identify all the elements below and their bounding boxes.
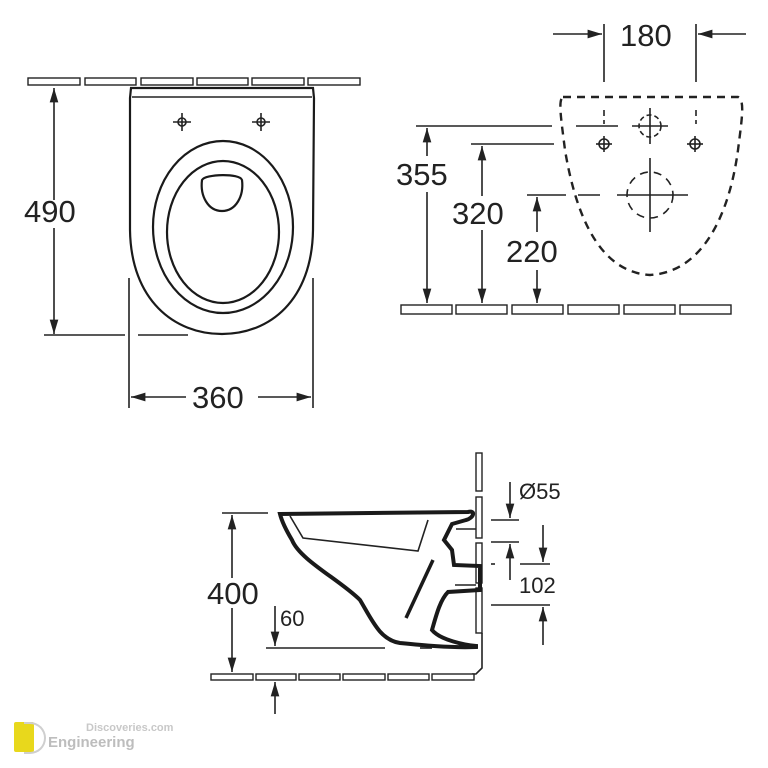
dimension-220: 220	[506, 234, 558, 269]
wall-tiles-top	[27, 77, 361, 86]
dimension-width-360: 360	[192, 380, 244, 415]
dimension-60: 60	[280, 606, 304, 631]
floor-tiles-side-view	[210, 673, 475, 681]
wall-hole-right	[687, 136, 703, 152]
seat-outer	[151, 139, 295, 315]
dimension-320: 320	[452, 196, 504, 231]
waste-outlet	[617, 158, 688, 232]
dimension-height-490: 490	[24, 194, 76, 229]
bowl-outline-top	[128, 86, 316, 336]
bowl-profile-side	[277, 509, 482, 650]
wall-hole-left	[596, 136, 612, 152]
dimension-diameter-55: Ø55	[519, 479, 561, 504]
dimension-hole-spacing-180: 180	[620, 18, 672, 53]
top-view: 490 360	[24, 77, 361, 415]
wall-view: 180	[396, 18, 746, 315]
watermark-top-text: Discoveries.com	[86, 722, 174, 734]
dimension-355: 355	[396, 157, 448, 192]
fixing-hole-left	[173, 113, 191, 131]
dimension-102: 102	[519, 573, 556, 598]
bowl-outline-dashed	[559, 95, 744, 277]
bowl-opening	[200, 174, 244, 213]
watermark-bottom-text: Engineering	[48, 734, 135, 751]
seat-inner	[165, 159, 281, 305]
side-view: 400 60 Ø55 102	[207, 452, 561, 714]
logo-d-icon	[24, 722, 46, 754]
watermark-logo: Discoveries.com Engineering	[14, 722, 174, 756]
water-inlet	[632, 108, 668, 144]
fixing-hole-right	[252, 113, 270, 131]
floor-tiles-wall-view	[400, 304, 732, 315]
dimension-height-400: 400	[207, 576, 259, 611]
